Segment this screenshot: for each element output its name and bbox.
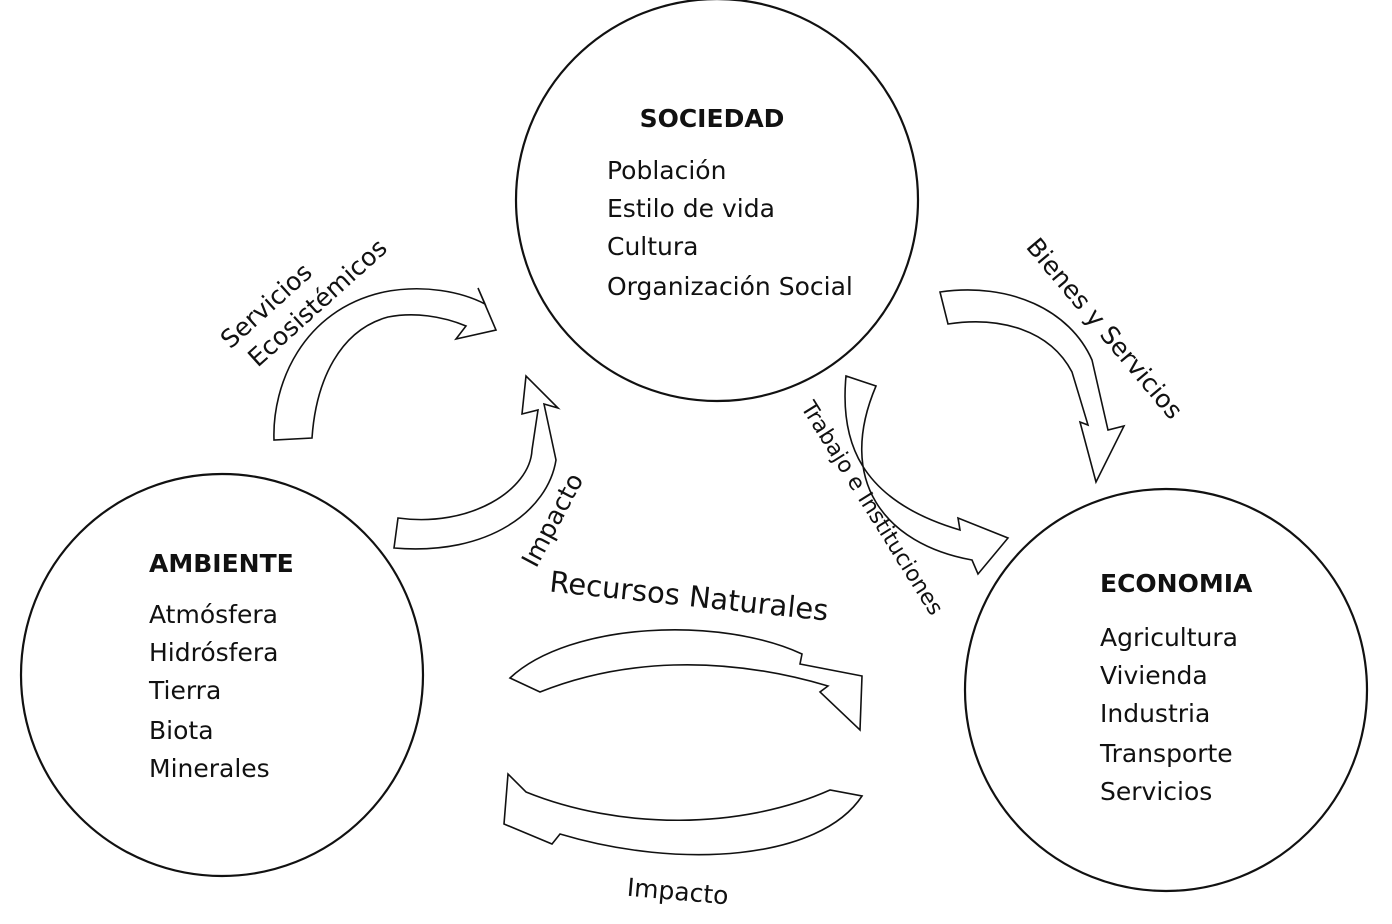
sociedad-item: Organización Social [607, 272, 853, 301]
sociedad-title: SOCIEDAD [640, 104, 785, 133]
sociedad-item: Población [607, 156, 726, 185]
impacto-upward-arrow [393, 374, 561, 550]
trabajo-e-instituciones-label: Trabajo e Instituciones [795, 396, 948, 620]
economia-item: Industria [1100, 699, 1210, 728]
ambiente-item: Minerales [149, 754, 270, 783]
ambiente-item: Hidrósfera [149, 638, 278, 667]
economia-item: Vivienda [1100, 661, 1208, 690]
recursos-naturales-arrow [508, 629, 863, 732]
ambiente-item: Biota [149, 716, 214, 745]
ambiente-title: AMBIENTE [149, 549, 294, 578]
impacto-bottom-label: Impacto [626, 873, 730, 911]
bienes-y-servicios-arrow [939, 289, 1126, 485]
economia-item: Servicios [1100, 777, 1212, 806]
recursos-naturales-text: Recursos Naturales [548, 565, 830, 628]
sociedad-circle [514, 0, 920, 403]
servicios-ecosistemicos-arrow [273, 287, 498, 441]
economia-circle [963, 487, 1369, 893]
trabajo-e-instituciones-text: Trabajo e Instituciones [795, 396, 948, 620]
sociedad-item: Cultura [607, 232, 699, 261]
impacto-economia-ambiente-arrow [503, 772, 864, 856]
impacto-bottom-text: Impacto [626, 873, 730, 911]
recursos-naturales-label: Recursos Naturales [548, 565, 830, 628]
economia-item: Transporte [1099, 739, 1233, 768]
ambiente-item: Tierra [148, 676, 221, 705]
trabajo-e-instituciones-arrow [844, 374, 1010, 576]
sociedad-item: Estilo de vida [607, 194, 775, 223]
economia-item: Agricultura [1100, 623, 1238, 652]
ambiente-circle [19, 472, 425, 878]
ambiente-item: Atmósfera [149, 600, 278, 629]
economia-title: ECONOMIA [1100, 569, 1253, 598]
